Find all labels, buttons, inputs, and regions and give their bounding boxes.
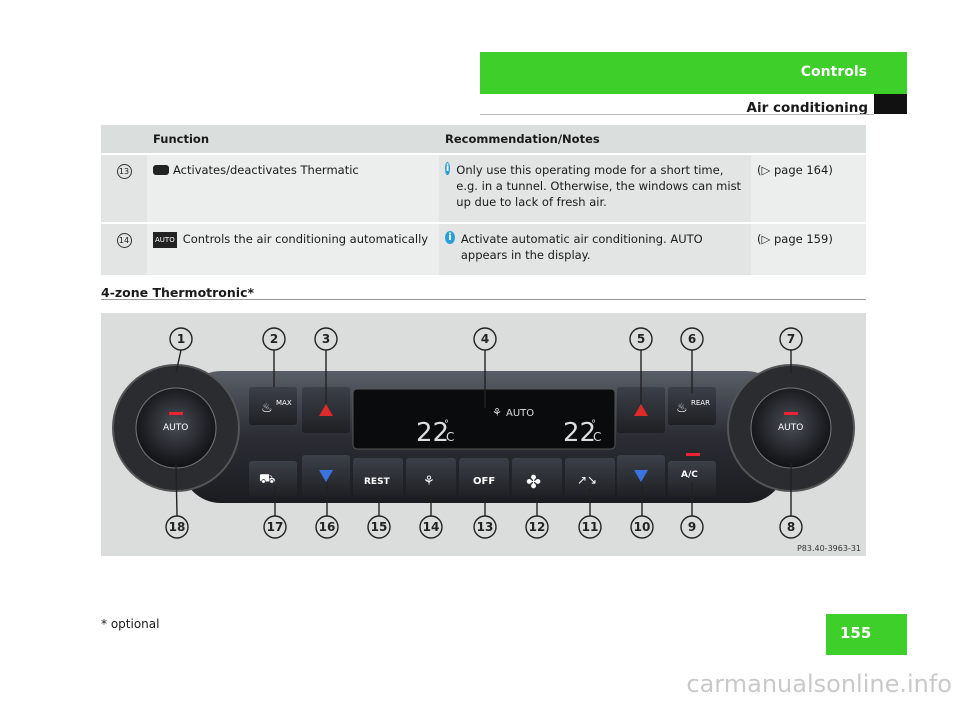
chapter-tab: Controls [480,52,907,94]
rear-defrost-icon: ♨ [676,401,688,416]
rest-button [353,458,403,497]
svg-text:13: 13 [477,520,494,534]
svg-text:1: 1 [177,332,185,346]
right-temp-display: 22 [563,418,596,448]
svg-text:11: 11 [582,520,599,534]
page-number-tab: 155 [826,614,907,655]
svg-text:10: 10 [634,520,651,534]
row-function: Controls the air conditioning automatica… [182,232,429,246]
function-table: Function Recommendation/Notes 13 Activat… [101,125,866,277]
table-row: 14 AUTO Controls the air conditioning aut… [101,223,866,277]
thermatic-icon [153,165,169,175]
part-number: P83.40-3963-31 [796,544,861,553]
section-title: Air conditioning [746,100,868,116]
info-icon: i [445,162,451,175]
display-mode: AUTO [506,408,534,419]
footnote: * optional [101,617,160,631]
svg-text:OFF: OFF [473,476,495,487]
row-page-ref: (▷ page 159) [757,232,833,246]
off-button [459,458,509,497]
max-label: MAX [276,399,292,407]
defrost-icon: ♨ [261,401,273,416]
svg-text:REAR: REAR [691,399,710,407]
col-function: Function [147,125,439,155]
fan-icon: ⚘ [423,474,435,489]
arrow-down-blue-icon [634,470,648,482]
rear-defrost-button [668,387,716,425]
section-marker [874,94,907,114]
info-icon: i [445,231,455,244]
table-row: 13 Activates/deactivates Thermatic i Only… [101,154,866,224]
right-knob-label: AUTO [778,423,803,433]
svg-text:2: 2 [270,332,278,346]
arrow-down-blue-icon [319,470,333,482]
arrow-up-red-icon [319,404,333,416]
climate-control-figure: 22 ° C 22 ° C ⚘ AUTO AUTO AUTO ♨ MAX ⛟ R… [101,313,866,556]
airflow-icon: ↗↘ [577,473,597,487]
callouts-top [169,327,803,408]
left-knob-label: AUTO [163,423,188,433]
svg-text:4: 4 [481,332,489,346]
svg-text:A/C: A/C [681,470,698,480]
arrow-up-red-icon [634,404,648,416]
ac-button [668,461,716,497]
watermark: carmanualsonline.info [686,670,952,698]
right-knob-led [784,412,798,415]
ac-led [686,453,700,456]
svg-text:°: ° [444,419,449,430]
row-note: Only use this operating mode for a short… [456,163,742,209]
svg-text:12: 12 [529,520,546,534]
page-number: 155 [840,624,872,642]
header-rule [480,114,874,115]
svg-text:18: 18 [169,520,186,534]
row-function: Activates/deactivates Thermatic [173,163,359,177]
svg-text:8: 8 [787,520,795,534]
svg-text:C: C [593,430,601,444]
row-number: 13 [116,164,132,179]
subheading: 4-zone Thermotronic* [101,285,255,300]
left-temp-display: 22 [416,418,449,448]
auto-icon: AUTO [153,232,177,248]
airflow-button [565,458,615,497]
svg-text:C: C [446,430,454,444]
svg-text:14: 14 [423,520,440,534]
svg-text:6: 6 [688,332,696,346]
car-icon: ⛟ [259,472,275,487]
left-knob-led [169,412,183,415]
svg-text:°: ° [591,419,596,430]
max-defrost-button [249,387,297,425]
svg-text:3: 3 [322,332,330,346]
svg-text:REST: REST [364,477,391,487]
svg-text:9: 9 [688,520,696,534]
svg-text:7: 7 [787,332,795,346]
fan-large-icon: ✤ [526,472,541,493]
thermatic-button [249,461,297,497]
svg-text:17: 17 [267,520,284,534]
row-page-ref: (▷ page 164) [757,163,833,177]
fan-icon: ⚘ [492,406,502,419]
callouts-bottom [165,462,803,539]
fan-speed-button [512,458,562,497]
svg-text:15: 15 [371,520,388,534]
svg-text:5: 5 [637,332,645,346]
row-note: Activate automatic air conditioning. AUT… [460,232,703,262]
fan-button [406,458,456,497]
row-number: 14 [116,233,132,248]
svg-text:16: 16 [319,520,336,534]
col-notes: Recommendation/Notes [439,125,751,155]
chapter-title: Controls [800,64,867,80]
control-panel-illustration: 22 ° C 22 ° C ⚘ AUTO AUTO AUTO ♨ MAX ⛟ R… [112,327,855,539]
subheading-rule [101,299,866,300]
table-header-row: Function Recommendation/Notes [101,125,866,155]
display-screen [352,388,616,450]
